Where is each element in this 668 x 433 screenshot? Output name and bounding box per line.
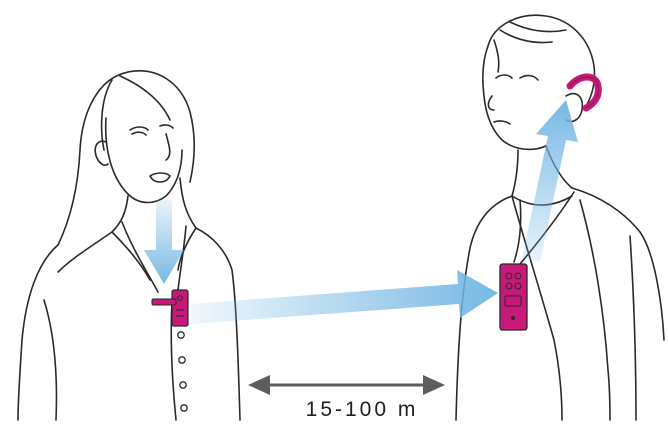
receiver-device [500,264,527,330]
earpiece-device [570,77,598,108]
woman-figure [18,71,240,420]
receiver-to-ear-arrow [522,100,578,262]
man-figure [456,15,664,420]
distance-arrow [248,375,445,395]
transmitter-device [152,290,188,326]
voice-to-mic-arrow [144,200,184,284]
distance-label: 15-100 m [262,398,462,422]
transmission-arrow [190,270,498,324]
shirt-buttons [178,332,187,411]
